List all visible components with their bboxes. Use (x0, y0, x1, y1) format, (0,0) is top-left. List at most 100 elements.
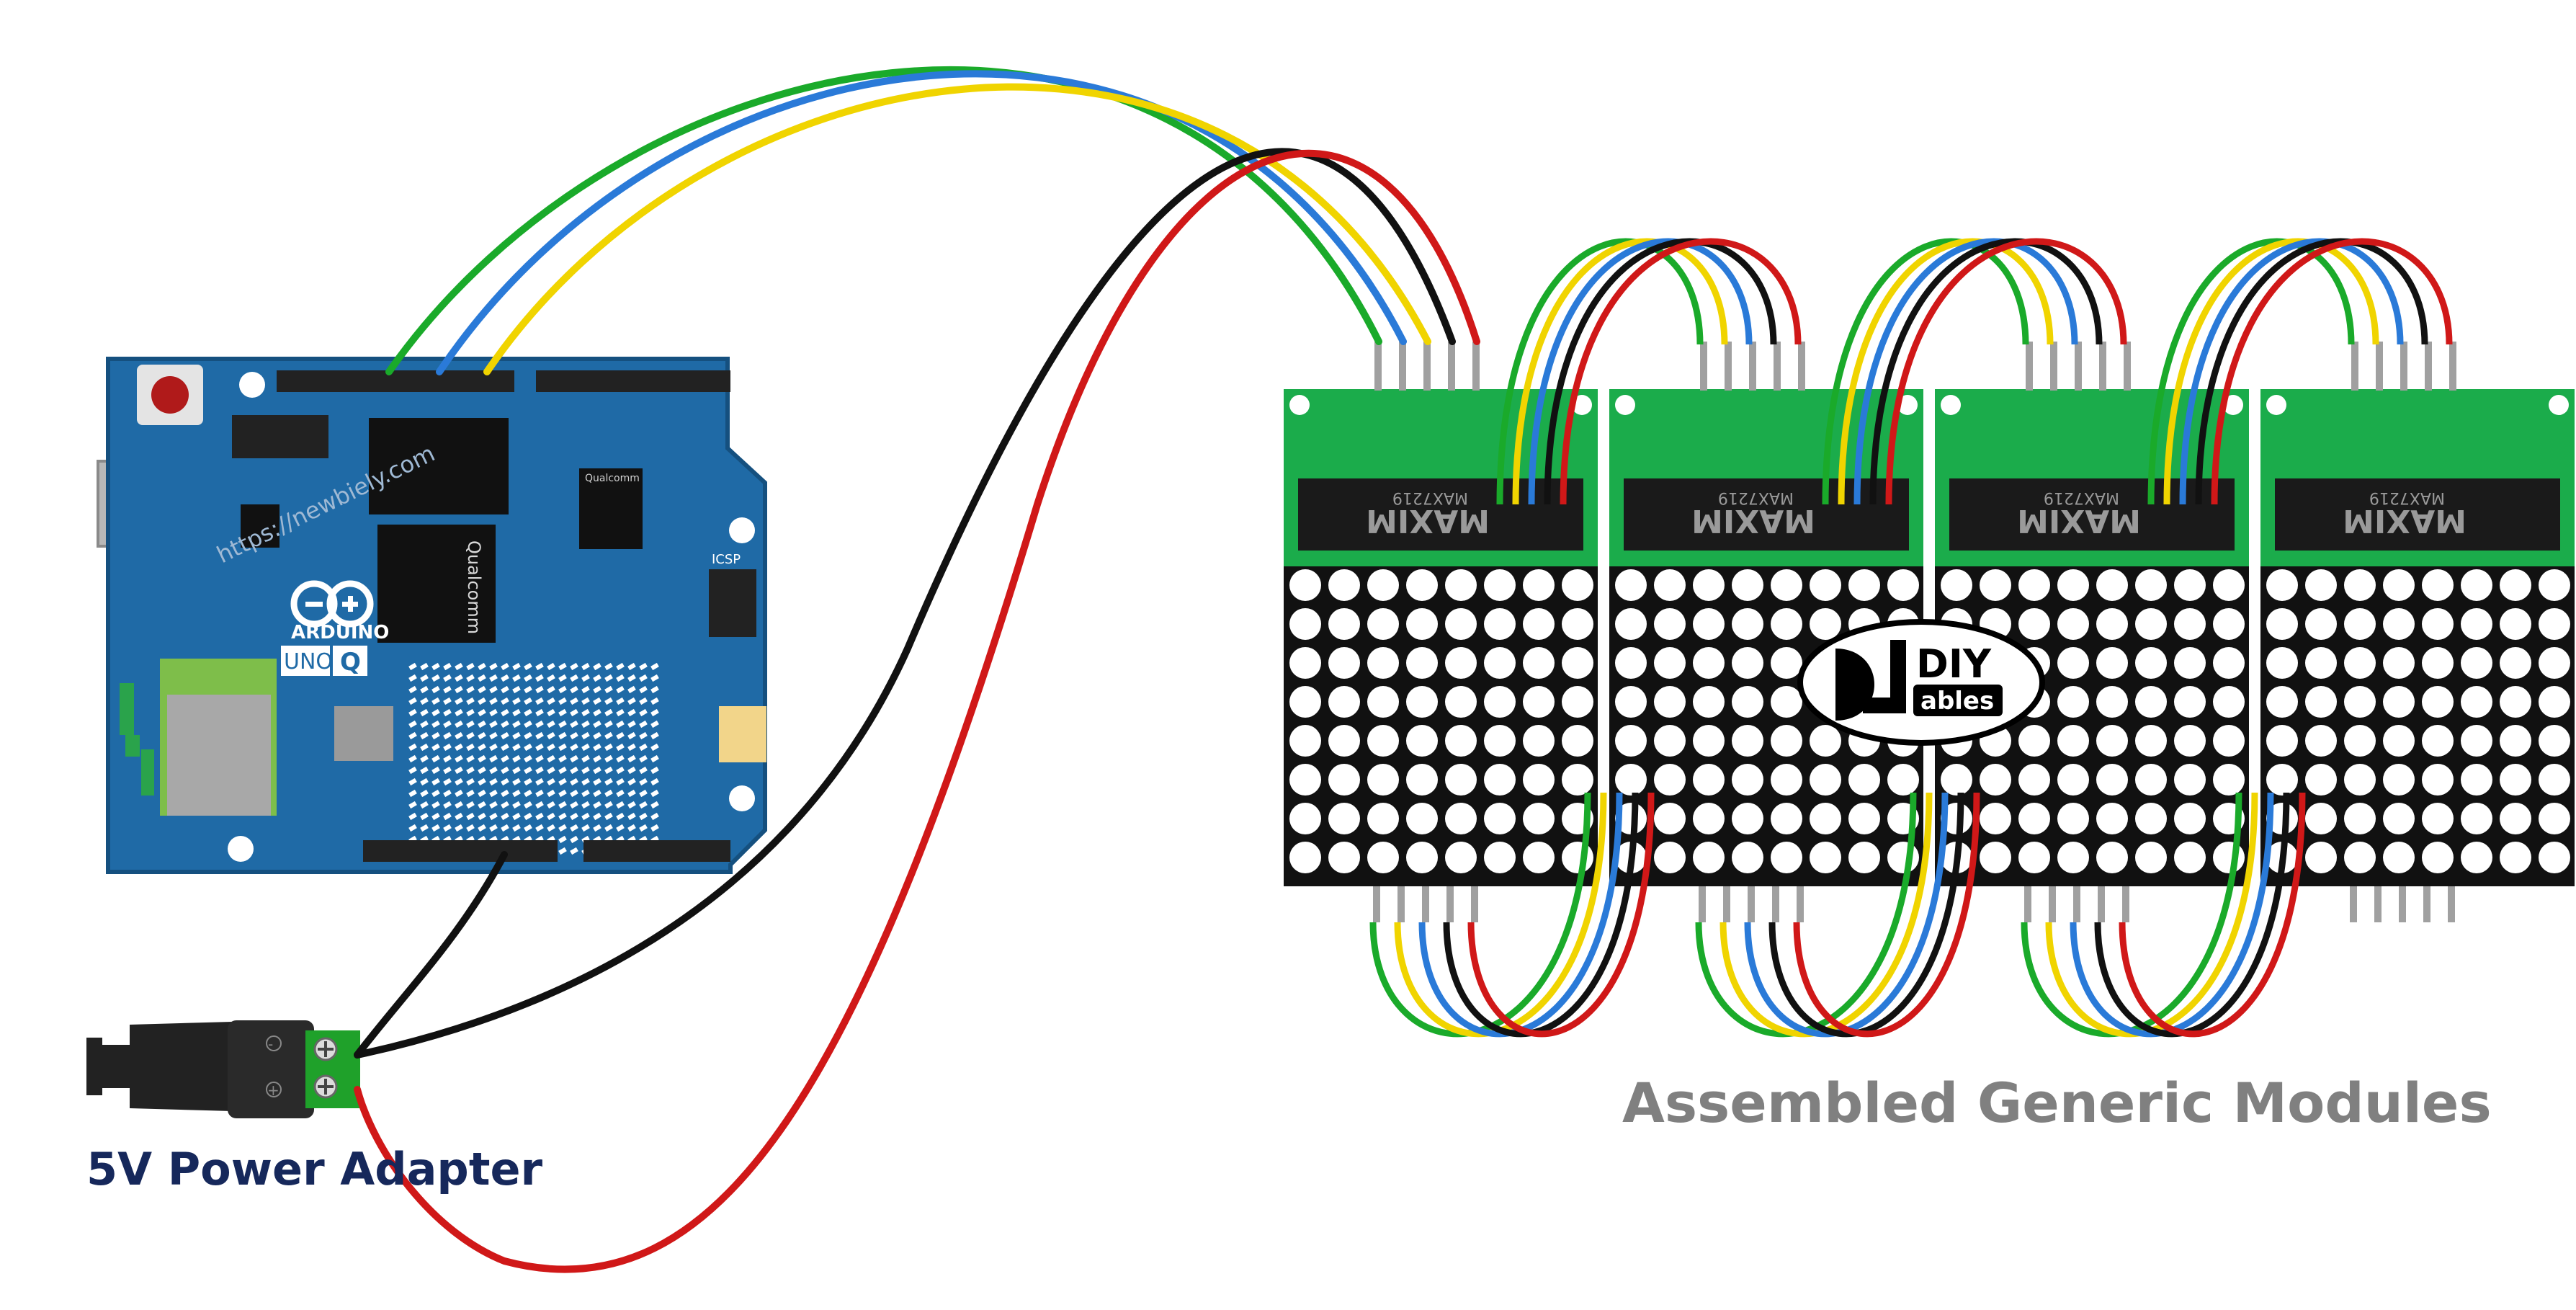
chip-part-label: MAX7219 (1392, 489, 1468, 507)
led-dot (2422, 764, 2454, 796)
led-dot (1615, 725, 1647, 757)
led-dot (2422, 725, 2454, 757)
led-dot (2213, 842, 2245, 873)
led-dot (2174, 803, 2206, 834)
led-dot (1615, 608, 1647, 640)
led-dot (1732, 725, 1763, 757)
led-dot (1732, 764, 1763, 796)
arduino-wordmark: ARDUINO (291, 622, 389, 643)
led-dot (1693, 686, 1725, 718)
led-dot (1367, 803, 1399, 834)
led-dot (2383, 764, 2415, 796)
led-dot (1693, 842, 1725, 873)
led-dot (1810, 569, 1841, 601)
led-dot (1562, 725, 1593, 757)
led-dot (2539, 569, 2570, 601)
led-dot (1693, 647, 1725, 679)
led-dot (1406, 647, 1438, 679)
led-dot (2266, 647, 2298, 679)
led-dot (2344, 647, 2376, 679)
chip-brand-label: MAXIM (2343, 502, 2467, 539)
led-dot (2018, 608, 2050, 640)
led-dot (2266, 608, 2298, 640)
led-dot (1328, 725, 1360, 757)
led-dot (1810, 608, 1841, 640)
matrix-modules: MAXIMMAX7219MAXIMMAX7219MAXIMMAX7219MAXI… (1284, 342, 2575, 922)
led-dot (2422, 842, 2454, 873)
logo-diy: DIY (1916, 641, 1992, 687)
led-dot (2383, 803, 2415, 834)
led-dot (1406, 569, 1438, 601)
led-dot (1289, 647, 1321, 679)
led-dot (1328, 608, 1360, 640)
led-dot (2018, 569, 2050, 601)
led-dot (2266, 686, 2298, 718)
led-dot (2500, 803, 2531, 834)
led-dot (1328, 764, 1360, 796)
led-dot (2213, 686, 2245, 718)
led-dot (2305, 569, 2337, 601)
led-dot (2383, 725, 2415, 757)
led-dot (2135, 569, 2167, 601)
led-dot (1289, 842, 1321, 873)
led-dot (1654, 725, 1686, 757)
led-dot (1771, 569, 1802, 601)
led-dot (2305, 803, 2337, 834)
led-dot (1562, 647, 1593, 679)
led-dot (1445, 725, 1477, 757)
led-dot (1980, 569, 2011, 601)
led-dot (1484, 569, 1516, 601)
led-dot (1887, 569, 1919, 601)
chip-brand-label: MAXIM (1366, 502, 1490, 539)
led-dot (2213, 569, 2245, 601)
led-dot (2461, 764, 2492, 796)
led-dot (1406, 803, 1438, 834)
led-dot (1562, 569, 1593, 601)
led-dot (1289, 725, 1321, 757)
led-dot (1693, 608, 1725, 640)
led-dot (1523, 686, 1555, 718)
chip-part-label: MAX7219 (1718, 489, 1794, 507)
led-dot (1810, 764, 1841, 796)
led-dot (1732, 608, 1763, 640)
wire-blue (436, 70, 1407, 375)
led-dot (1445, 803, 1477, 834)
led-dot (2461, 569, 2492, 601)
led-dot (1289, 803, 1321, 834)
led-dot (2383, 686, 2415, 718)
led-dot (1771, 647, 1802, 679)
led-dot (1523, 647, 1555, 679)
led-dot (1771, 608, 1802, 640)
led-dot (2461, 725, 2492, 757)
led-dot (2057, 842, 2089, 873)
led-dot (1562, 842, 1593, 873)
led-dot (2266, 764, 2298, 796)
led-dot (1732, 647, 1763, 679)
led-dot (2213, 764, 2245, 796)
led-dot (2174, 764, 2206, 796)
led-dot (1523, 803, 1555, 834)
led-dot (1406, 842, 1438, 873)
led-dot (2500, 569, 2531, 601)
led-dot (2266, 569, 2298, 601)
led-dot (2539, 686, 2570, 718)
led-dot (1771, 764, 1802, 796)
led-dot (1810, 803, 1841, 834)
led-dot (1562, 764, 1593, 796)
led-dot (2057, 686, 2089, 718)
led-dot (2461, 842, 2492, 873)
led-dot (1445, 608, 1477, 640)
led-dot (2096, 764, 2128, 796)
led-dot (2018, 725, 2050, 757)
led-dot (2174, 686, 2206, 718)
led-dot (1484, 842, 1516, 873)
dc-power-jack: - + (86, 1020, 360, 1118)
led-dot (2135, 647, 2167, 679)
led-dot (2174, 608, 2206, 640)
led-dot (2266, 725, 2298, 757)
led-dot (1289, 608, 1321, 640)
led-dot (2096, 569, 2128, 601)
chip-part-label: MAX7219 (2369, 489, 2445, 507)
led-dot (1771, 725, 1802, 757)
